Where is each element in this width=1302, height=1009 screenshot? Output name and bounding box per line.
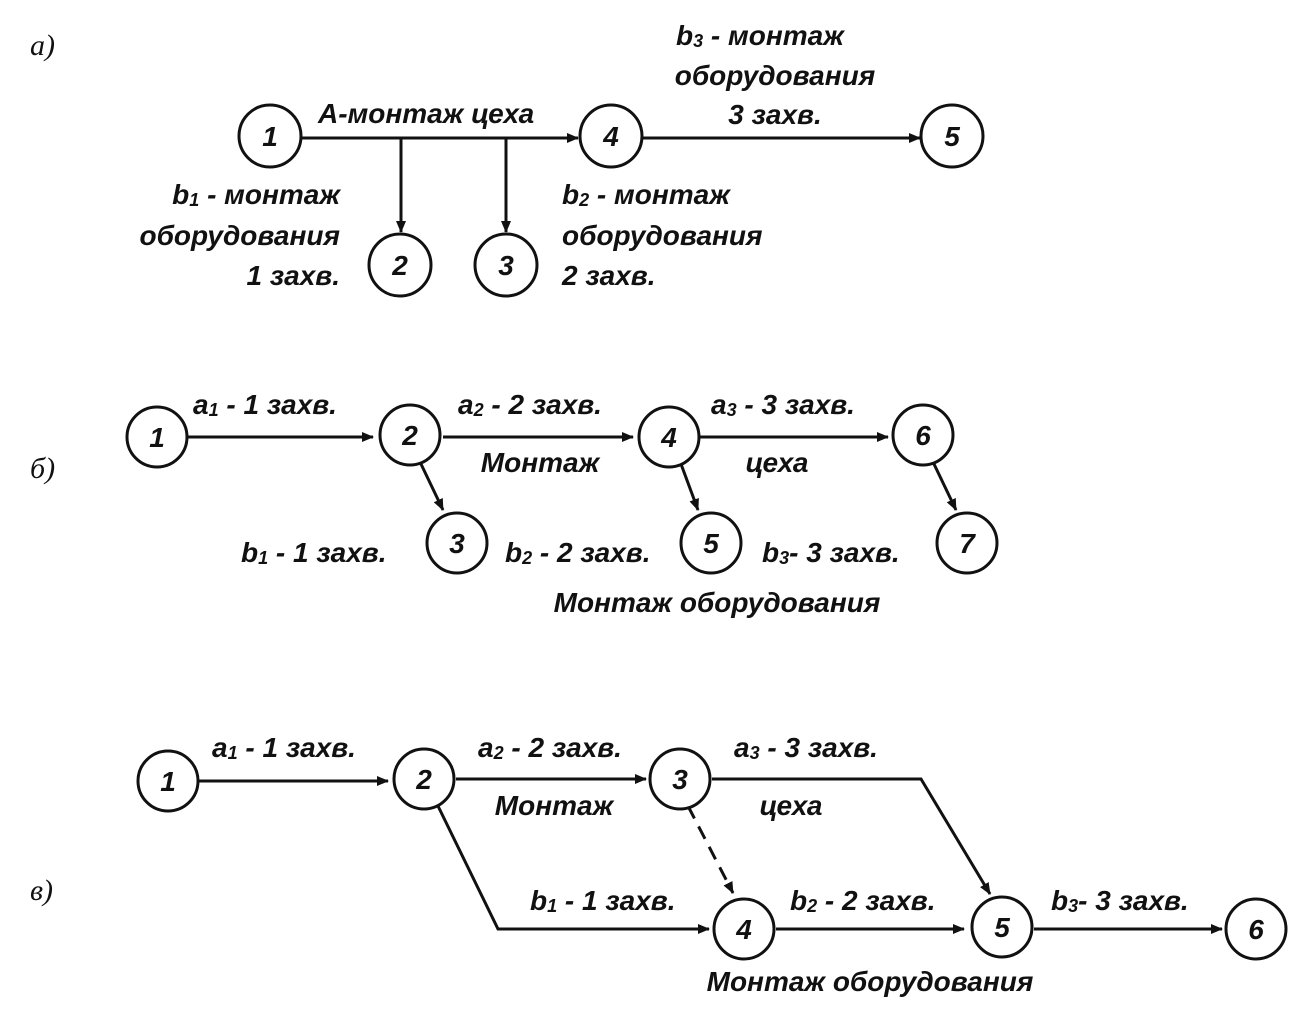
- edge-b-6-7: [932, 463, 958, 511]
- node-c-2-label: 2: [415, 764, 432, 795]
- label-c-b3: b3- 3 захв.: [1051, 885, 1189, 916]
- node-a-3: [473, 232, 539, 298]
- node-c-4-label: 4: [735, 914, 752, 945]
- node-c-1-label: 1: [160, 766, 176, 797]
- node-c-2: [392, 747, 456, 811]
- node-b-6-label: 6: [915, 420, 931, 451]
- node-a-5-label: 5: [944, 121, 960, 152]
- diagram-b: 1 2 3 4 5 6 7 a1 - 1 захв. a2 - 2 захв. …: [125, 389, 999, 618]
- node-a-4: [578, 103, 644, 169]
- node-c-1: [136, 749, 200, 813]
- label-a-b1-line1: b1 - монтаж: [172, 179, 341, 210]
- node-b-2: [378, 403, 442, 467]
- label-b-equipment: Монтаж оборудования: [554, 587, 881, 618]
- node-a-2-label: 2: [391, 250, 408, 281]
- node-a-5: [919, 103, 985, 169]
- edge-b-2-3: [419, 463, 445, 511]
- label-b-a3: a3 - 3 захв.: [711, 389, 855, 420]
- node-a-3-label: 3: [498, 250, 514, 281]
- label-c-b1: b1 - 1 захв.: [530, 885, 675, 916]
- node-a-1-label: 1: [262, 121, 278, 152]
- diagram-c: 1 2 3 4 5 6 a1 - 1 захв. a2 - 2 захв. a3…: [136, 732, 1288, 997]
- label-c-a3: a3 - 3 захв.: [734, 732, 878, 763]
- node-c-6: [1224, 897, 1288, 961]
- node-b-7: [935, 511, 999, 575]
- label-c-b2: b2 - 2 захв.: [790, 885, 935, 916]
- node-b-5-label: 5: [703, 528, 719, 559]
- label-b-b2: b2 - 2 захв.: [505, 537, 650, 568]
- label-a-b3-line3: 3 захв.: [728, 99, 821, 130]
- label-c-equipment: Монтаж оборудования: [707, 966, 1034, 997]
- node-b-2-label: 2: [401, 420, 418, 451]
- label-b-montazh: Монтаж: [481, 447, 601, 478]
- node-c-4: [712, 897, 776, 961]
- node-b-4-label: 4: [660, 422, 677, 453]
- node-b-6: [891, 403, 955, 467]
- label-c-a2: a2 - 2 захв.: [478, 732, 622, 763]
- node-b-1-label: 1: [149, 422, 165, 453]
- label-a-main: А-монтаж цеха: [317, 98, 534, 129]
- node-c-6-label: 6: [1248, 914, 1264, 945]
- diagram-a: 1 2 3 4 5 А-монтаж цеха b3 - монтаж обор…: [139, 20, 985, 298]
- edge-c-2-4: [436, 805, 710, 934]
- node-b-3: [425, 511, 489, 575]
- label-a-b2-line2: оборудования: [562, 220, 763, 251]
- node-b-4: [637, 405, 701, 469]
- node-c-3: [648, 747, 712, 811]
- label-c-tseha: цеха: [760, 790, 823, 821]
- edge-c-3-5: [712, 777, 992, 895]
- node-b-5: [679, 511, 743, 575]
- label-c-a1: a1 - 1 захв.: [212, 732, 356, 763]
- part-label-b: б): [30, 452, 55, 485]
- label-a-b2-line1: b2 - монтаж: [562, 179, 731, 210]
- edge-b-4-5: [679, 463, 700, 511]
- node-c-3-label: 3: [672, 764, 688, 795]
- node-a-1: [237, 103, 303, 169]
- node-c-5-label: 5: [994, 912, 1010, 943]
- label-a-b3-line2: оборудования: [675, 60, 876, 91]
- node-a-4-label: 4: [602, 121, 619, 152]
- part-label-a: а): [30, 29, 55, 62]
- part-label-c: в): [30, 874, 53, 907]
- label-b-tseha: цеха: [746, 447, 809, 478]
- edge-c-3-4-dummy: [686, 805, 735, 894]
- node-c-5: [970, 895, 1034, 959]
- label-b-a2: a2 - 2 захв.: [458, 389, 602, 420]
- label-a-b3-line1: b3 - монтаж: [676, 20, 845, 51]
- label-b-b1: b1 - 1 захв.: [241, 537, 386, 568]
- node-b-3-label: 3: [449, 528, 465, 559]
- label-a-b2-line3: 2 захв.: [561, 260, 655, 291]
- node-b-1: [125, 405, 189, 469]
- label-b-a1: a1 - 1 захв.: [193, 389, 337, 420]
- label-c-montazh: Монтаж: [495, 790, 615, 821]
- node-a-2: [367, 232, 433, 298]
- label-b-b3: b3- 3 захв.: [762, 537, 900, 568]
- label-a-b1-line3: 1 захв.: [247, 260, 340, 291]
- label-a-b1-line2: оборудования: [139, 220, 340, 251]
- node-b-7-label: 7: [959, 528, 976, 559]
